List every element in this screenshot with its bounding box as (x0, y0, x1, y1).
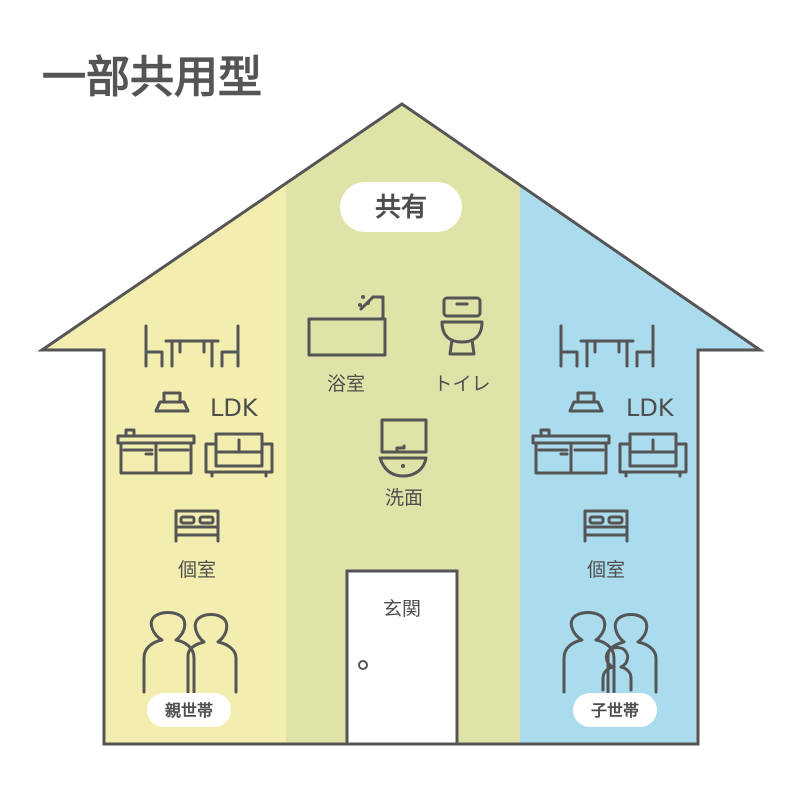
washbasin-icon (378, 418, 428, 478)
entrance-door (345, 569, 459, 746)
entrance-label: 玄関 (383, 598, 421, 620)
people-icon (562, 611, 658, 694)
shared-pill (340, 182, 462, 232)
page-title: 一部共用型 (42, 52, 262, 103)
parent-household-label: 親世帯 (165, 701, 213, 720)
door-knob-icon (358, 660, 368, 670)
bathtub-shower-icon (307, 295, 387, 357)
child-ldk-label: LDK (626, 394, 675, 422)
child-zone (520, 104, 760, 744)
child-household-pill (573, 693, 657, 727)
parent-zone (42, 104, 286, 744)
parent-room-label: 個室 (178, 559, 216, 581)
child-household-label: 子世帯 (591, 701, 639, 720)
parent-ldk-label: LDK (210, 394, 259, 422)
toilet-icon (440, 296, 484, 356)
shared-label: 共有 (375, 193, 427, 223)
washroom-label: 洗面 (385, 487, 423, 509)
child-room-label: 個室 (587, 559, 625, 581)
bath-label: 浴室 (327, 373, 365, 395)
parent-household-pill (147, 693, 231, 727)
toilet-label: トイレ (433, 373, 490, 395)
